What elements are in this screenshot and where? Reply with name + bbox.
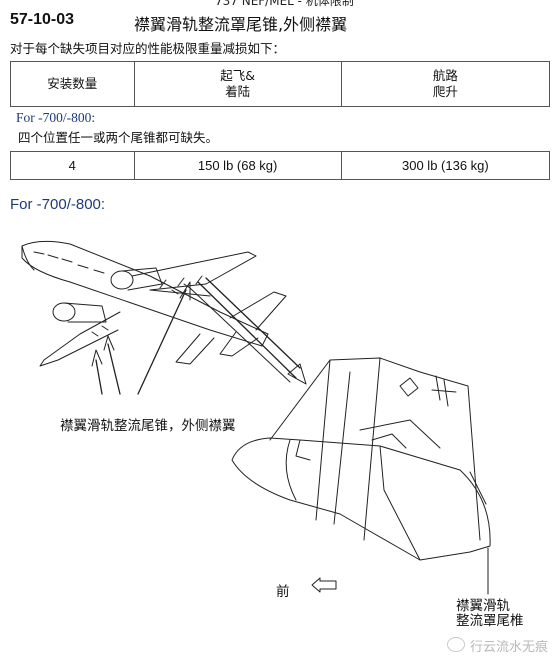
page-header-cut: 737 NEF/MEL - 机体限制 (215, 0, 354, 8)
section-header: 57-10-03 襟翼滑轨整流罩尾锥,外侧襟翼 (10, 11, 550, 34)
figure-callout-line2: 整流罩尾椎 (456, 613, 524, 629)
value-enroute-climb: 300 lb (136 kg) (340, 151, 551, 180)
penalty-table-header: 安装数量 起飞&着陆 航路爬升 (10, 61, 551, 107)
watermark-icon (447, 637, 465, 652)
penalty-table-values: 4 150 lb (68 kg) 300 lb (136 kg) (10, 151, 551, 180)
section-title: 襟翼滑轨整流罩尾锥,外侧襟翼 (134, 15, 348, 34)
col-enroute-climb-header: 航路爬升 (340, 61, 551, 107)
col-takeoff-landing-header: 起飞&着陆 (133, 61, 342, 107)
note-text: 四个位置任一或两个尾锥都可缺失。 (18, 130, 219, 145)
flap-detail-drawing (231, 357, 491, 595)
figure-callout-line1: 襟翼滑轨 (456, 598, 510, 614)
section-number: 57-10-03 (10, 11, 75, 28)
table-row: 4 150 lb (68 kg) 300 lb (136 kg) (10, 151, 551, 180)
value-takeoff-landing: 150 lb (68 kg) (133, 151, 342, 180)
figure-label-main: 襟翼滑轨整流尾锥，外侧襟翼 (60, 418, 236, 434)
figure-label-forward: 前 (276, 584, 290, 600)
airplane-icon (21, 240, 287, 367)
watermark: 行云流水无痕 (470, 640, 549, 655)
forward-arrow-icon (311, 577, 337, 593)
note-model: For -700/-800: (16, 110, 96, 125)
intro-text: 对于每个缺失项目对应的性能极限重量减损如下： (10, 41, 286, 56)
col-quantity-header: 安装数量 (10, 61, 135, 107)
figure-model: For -700/-800: (10, 196, 106, 213)
